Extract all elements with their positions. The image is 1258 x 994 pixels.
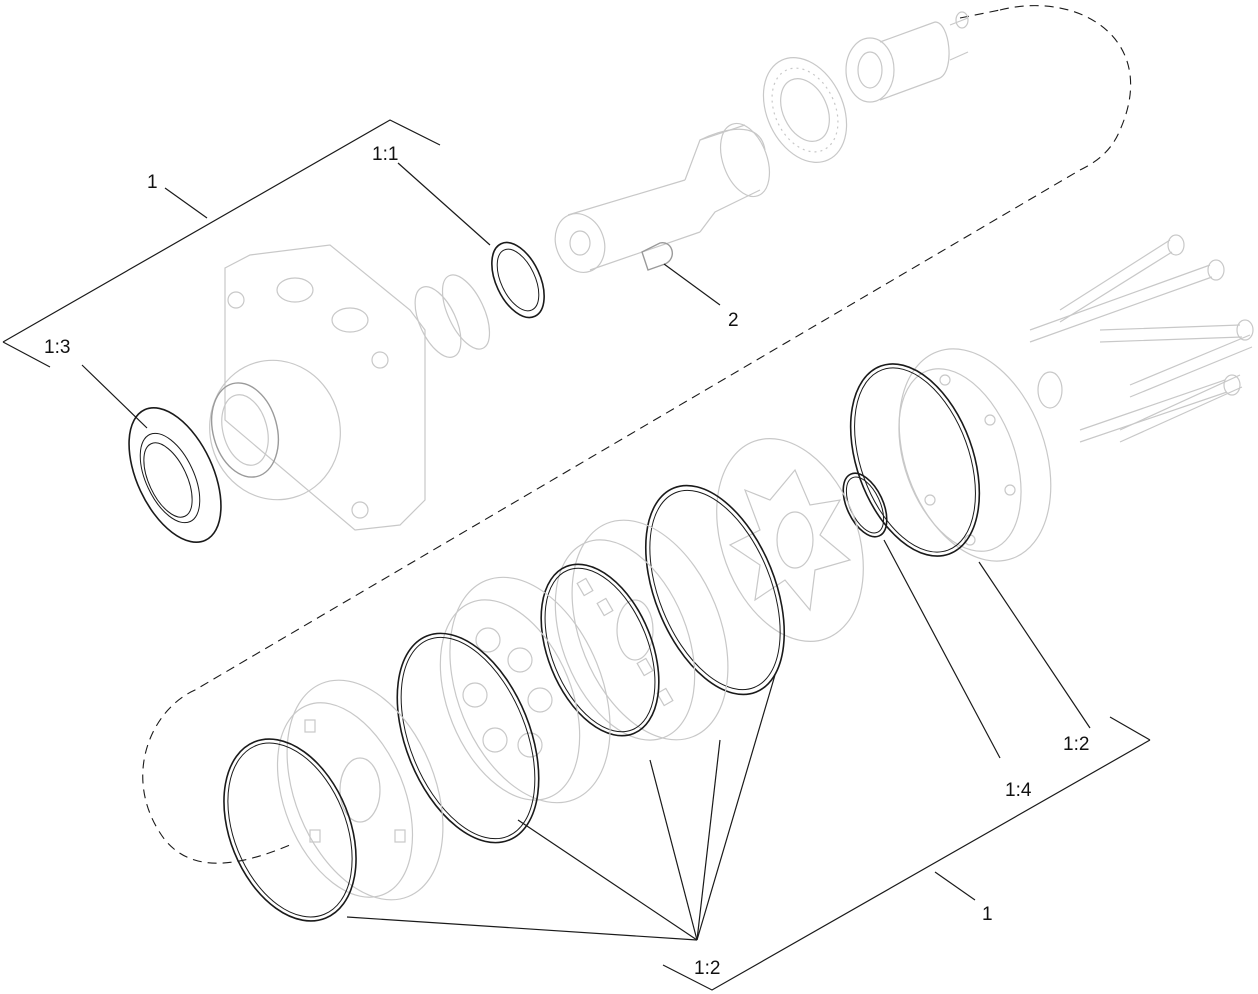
backup-ring [414,286,462,358]
bearing-needle-cage [845,11,969,103]
assembly-envelope-dashed [142,5,1132,864]
callout-1-3: 1:3 [44,337,70,358]
o-ring-mid [540,563,660,737]
output-shaft [554,122,771,273]
callout-1-2-right: 1:2 [1063,734,1089,755]
o-ring-small [441,274,491,350]
o-ring-mid-right [644,484,786,696]
assembly-envelope-dashed-top [959,9,1001,19]
callout-1-4: 1:4 [1005,780,1032,801]
callout-1-1: 1:1 [372,144,398,165]
thrust-washer [762,57,848,163]
o-ring-large-right [849,363,981,557]
motor-housing [209,244,426,531]
shaft-seal-1-1 [491,241,545,319]
end-cover [898,348,1063,562]
wear-plate [276,679,444,901]
callout-1-2-bottom: 1:2 [694,958,720,979]
gerotor-set [554,519,729,741]
o-ring-left [223,738,357,922]
callout-1-bottom: 1 [982,904,993,925]
star-plate [716,438,864,642]
o-ring-left-mid [396,632,540,844]
leader-lines [2,119,1151,991]
valve-plate [439,576,611,804]
cap-screws [1029,234,1254,443]
callout-1-top: 1 [147,172,158,193]
dust-seal-1-3 [128,406,222,544]
callout-2: 2 [728,310,739,331]
o-ring-small-1-4 [842,472,888,538]
